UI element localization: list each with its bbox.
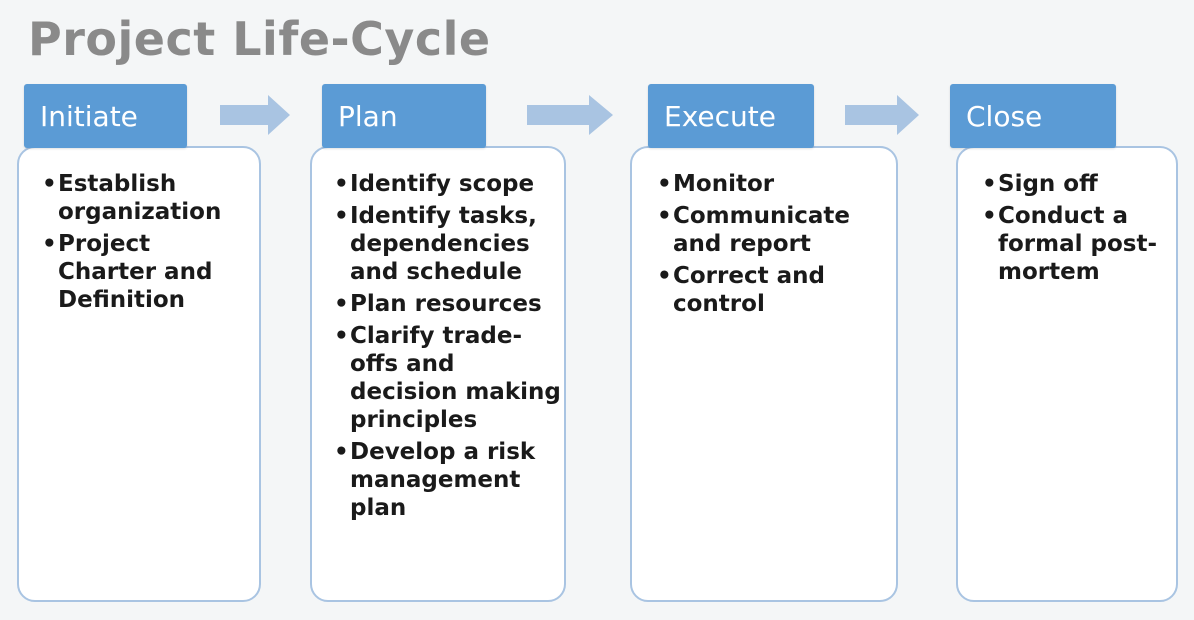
arrow-right-icon	[220, 95, 290, 135]
stage-header: Initiate	[24, 84, 187, 148]
list-item: •Sign off	[982, 171, 1098, 197]
page-title: Project Life-Cycle	[28, 12, 491, 66]
stage-header: Close	[950, 84, 1116, 148]
stage-box	[17, 146, 261, 602]
list-item: •Conduct a formal post-mortem	[982, 203, 1158, 285]
arrow-right-icon	[527, 95, 613, 135]
list-item: •Identify tasks, dependencies and schedu…	[334, 203, 537, 285]
stage-list: •Identify scope •Identify tasks, depende…	[334, 170, 562, 526]
list-item: •Communicate and report	[657, 203, 850, 257]
list-item: •Project Charter and Definition	[42, 231, 213, 313]
stage-list: •Sign off •Conduct a formal post-mortem	[982, 170, 1170, 290]
list-item: •Develop a risk management plan	[334, 439, 536, 521]
list-item: •Identify scope	[334, 171, 535, 197]
list-item: •Plan resources	[334, 291, 542, 317]
stage-box	[310, 146, 566, 602]
list-item: •Clarify trade-offs and decision making …	[334, 323, 561, 433]
list-item: •Monitor	[657, 171, 775, 197]
list-item: •Correct and control	[657, 263, 825, 317]
stage-box	[956, 146, 1178, 602]
stage-list: •Establish organization •Project Charter…	[42, 170, 252, 318]
stage-header: Execute	[648, 84, 814, 148]
stage-list: •Monitor •Communicate and report •Correc…	[657, 170, 893, 322]
stage-header: Plan	[322, 84, 486, 148]
list-item: •Establish organization	[42, 171, 222, 225]
stage-box	[630, 146, 898, 602]
arrow-right-icon	[845, 95, 919, 135]
